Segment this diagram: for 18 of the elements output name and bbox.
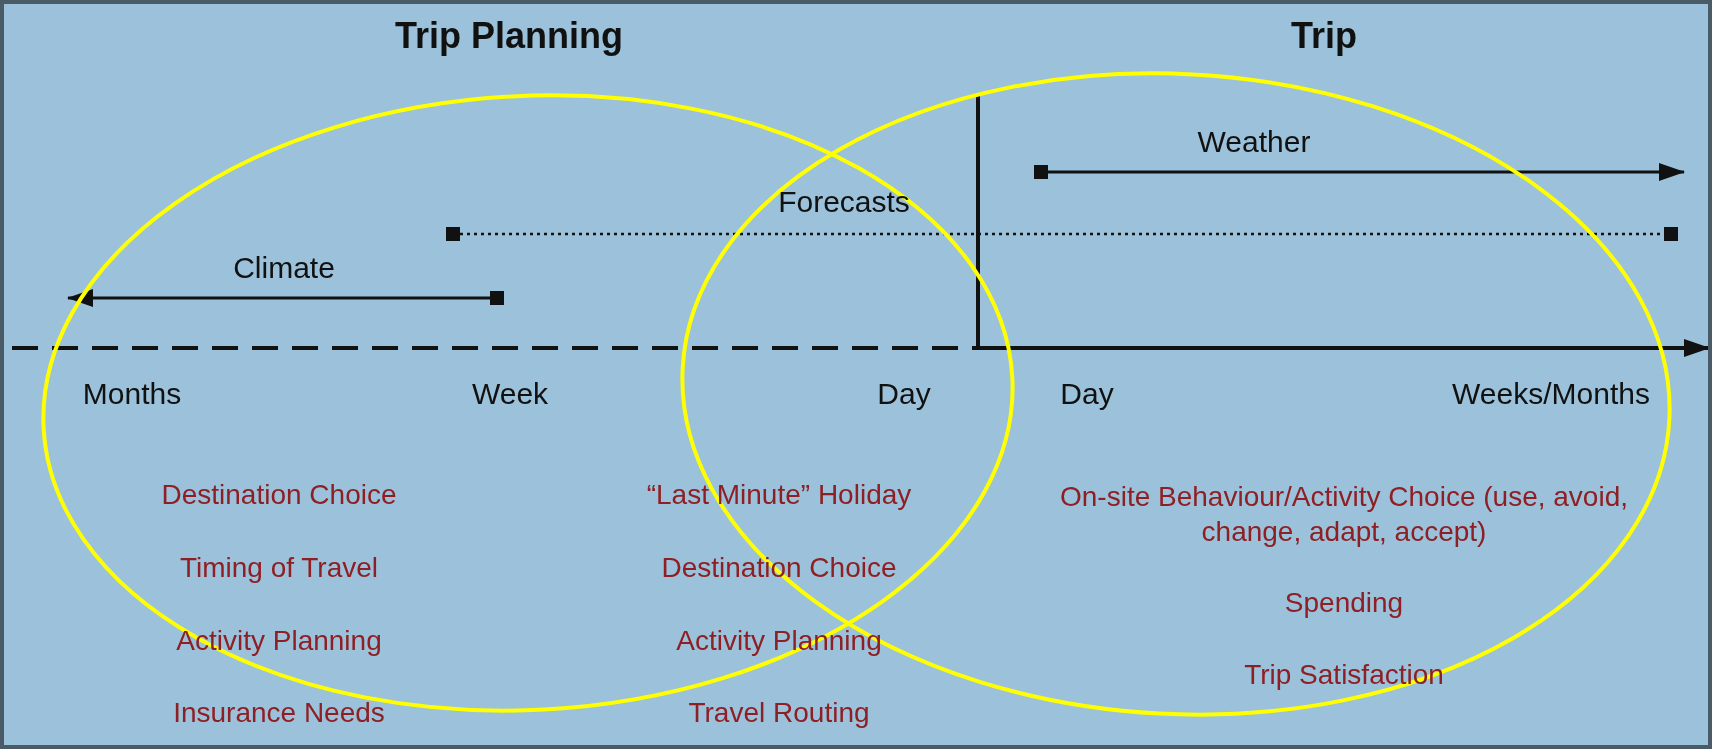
section-heading: Trip Planning [395,15,623,57]
item-label: Insurance Needs [173,695,385,730]
time-label: Day [877,377,931,411]
time-label: Day [1060,377,1114,411]
section-heading: Trip [1291,15,1357,57]
item-label: Trip Satisfaction [1244,657,1444,692]
time-label: Weeks/Months [1452,377,1650,411]
item-label: Travel Routing [688,695,870,730]
item-label: On-site Behaviour/Activity Choice (use, avoid, change, adapt, accept) [1059,480,1629,549]
time-label: Week [471,377,549,411]
range-label: Weather [1197,125,1311,159]
item-label: Timing of Travel [179,550,379,585]
item-label: Spending [1284,585,1404,620]
item-label: Destination Choice [161,477,397,512]
range-label: Climate [233,251,335,285]
time-label: Months [82,377,182,411]
range-label: Forecasts [778,185,910,219]
item-label: “Last Minute” Holiday [646,477,912,512]
